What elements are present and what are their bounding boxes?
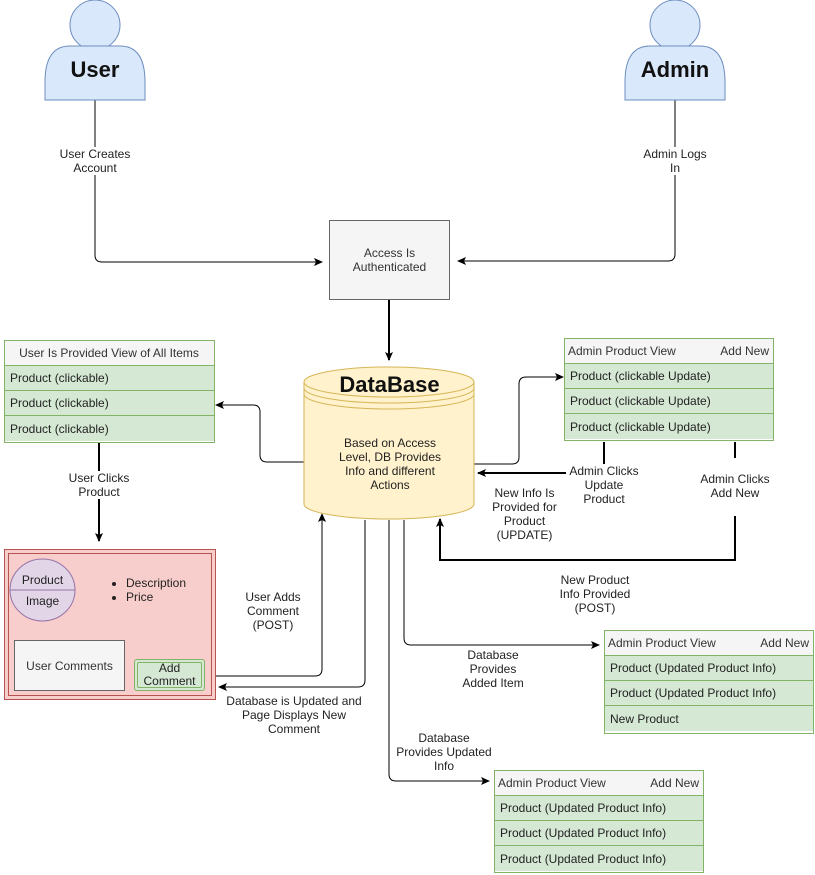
label-user-adds-comment: User Adds Comment (POST) bbox=[240, 590, 306, 632]
user-actor-label: User bbox=[70, 57, 120, 82]
admin-view-updated-table: Admin Product View Add New Product (Upda… bbox=[494, 770, 704, 873]
user-view-table: User Is Provided View of All Items Produ… bbox=[4, 340, 215, 443]
add-comment-label: Add Comment bbox=[143, 661, 196, 688]
bullet-price: Price bbox=[126, 590, 186, 604]
label-admin-logs: Admin Logs In bbox=[638, 147, 712, 175]
add-new-button[interactable]: Add New bbox=[720, 344, 769, 358]
edge-db-to-page bbox=[218, 520, 366, 691]
admin-view-added-row[interactable]: Product (Updated Product Info) bbox=[605, 656, 813, 681]
product-image-icon bbox=[9, 558, 76, 622]
admin-view-updated-row[interactable]: Product (Updated Product Info) bbox=[495, 821, 703, 846]
product-details-list: Description Price bbox=[110, 576, 186, 604]
edge-db-to-updated bbox=[388, 520, 490, 785]
label-admin-clicks-addnew: Admin Clicks Add New bbox=[697, 472, 773, 500]
admin-view-added-header: Admin Product View Add New bbox=[605, 631, 813, 656]
admin-view-added-row[interactable]: Product (Updated Product Info) bbox=[605, 681, 813, 706]
edge-post-to-db bbox=[436, 516, 736, 561]
user-view-row[interactable]: Product (clickable) bbox=[5, 391, 214, 416]
product-page-inner-border bbox=[8, 553, 212, 696]
user-view-row[interactable]: Product (clickable) bbox=[5, 366, 214, 391]
edge-db-to-added bbox=[403, 520, 600, 649]
admin-view-added-table: Admin Product View Add New Product (Upda… bbox=[604, 630, 814, 734]
database-title: DataBase bbox=[339, 372, 440, 397]
admin-view-row[interactable]: Product (clickable Update) bbox=[565, 389, 773, 414]
admin-view-added-row[interactable]: New Product bbox=[605, 706, 813, 731]
edge-comment-to-db bbox=[215, 513, 326, 677]
add-new-button[interactable]: Add New bbox=[650, 776, 699, 790]
label-user-clicks-product: User Clicks Product bbox=[60, 471, 138, 499]
user-actor bbox=[44, 0, 146, 101]
auth-box-label: Access Is Authenticated bbox=[352, 246, 427, 274]
admin-view-row[interactable]: Product (clickable Update) bbox=[565, 414, 773, 439]
bullet-description: Description bbox=[126, 576, 186, 590]
user-view-row[interactable]: Product (clickable) bbox=[5, 416, 214, 441]
product-image-top: Product bbox=[21, 573, 64, 587]
edge-db-to-adminview bbox=[474, 373, 564, 465]
edge-user-to-auth bbox=[94, 100, 323, 266]
admin-view-title: Admin Product View bbox=[568, 344, 676, 358]
user-view-header: User Is Provided View of All Items bbox=[5, 341, 214, 366]
product-image-bottom: Image bbox=[25, 594, 60, 608]
add-comment-button-inner bbox=[137, 662, 202, 688]
admin-actor-label: Admin bbox=[640, 57, 710, 82]
edge-db-to-userview bbox=[215, 401, 305, 463]
label-new-product-post: New Product Info Provided (POST) bbox=[555, 573, 635, 615]
admin-view-updated-row[interactable]: Product (Updated Product Info) bbox=[495, 796, 703, 821]
admin-view-updated-row[interactable]: Product (Updated Product Info) bbox=[495, 846, 703, 871]
database-text: Based on Access Level, DB Provides Info … bbox=[338, 436, 442, 492]
user-comments-box: User Comments bbox=[14, 640, 125, 691]
admin-view-updated-title: Admin Product View bbox=[498, 776, 606, 790]
label-new-info-update: New Info Is Provided for Product (UPDATE… bbox=[487, 486, 562, 542]
database-cylinder bbox=[303, 366, 475, 520]
edge-admin-to-auth bbox=[457, 100, 676, 265]
admin-view-row[interactable]: Product (clickable Update) bbox=[565, 364, 773, 389]
admin-view-added-title: Admin Product View bbox=[608, 636, 716, 650]
label-user-creates: User Creates Account bbox=[55, 147, 135, 175]
add-comment-button[interactable]: Add Comment bbox=[134, 659, 205, 691]
label-db-updated-comment: Database is Updated and Page Displays Ne… bbox=[220, 694, 368, 736]
admin-actor bbox=[624, 0, 726, 101]
admin-view-updated-header: Admin Product View Add New bbox=[495, 771, 703, 796]
admin-view-header: Admin Product View Add New bbox=[565, 339, 773, 364]
label-admin-clicks-update: Admin Clicks Update Product bbox=[566, 464, 642, 506]
label-db-provides-updated: Database Provides Updated Info bbox=[392, 731, 496, 773]
auth-box bbox=[329, 220, 450, 300]
add-new-button[interactable]: Add New bbox=[760, 636, 809, 650]
admin-view-table: Admin Product View Add New Product (clic… bbox=[564, 338, 774, 441]
label-db-provides-added: Database Provides Added Item bbox=[452, 648, 534, 690]
